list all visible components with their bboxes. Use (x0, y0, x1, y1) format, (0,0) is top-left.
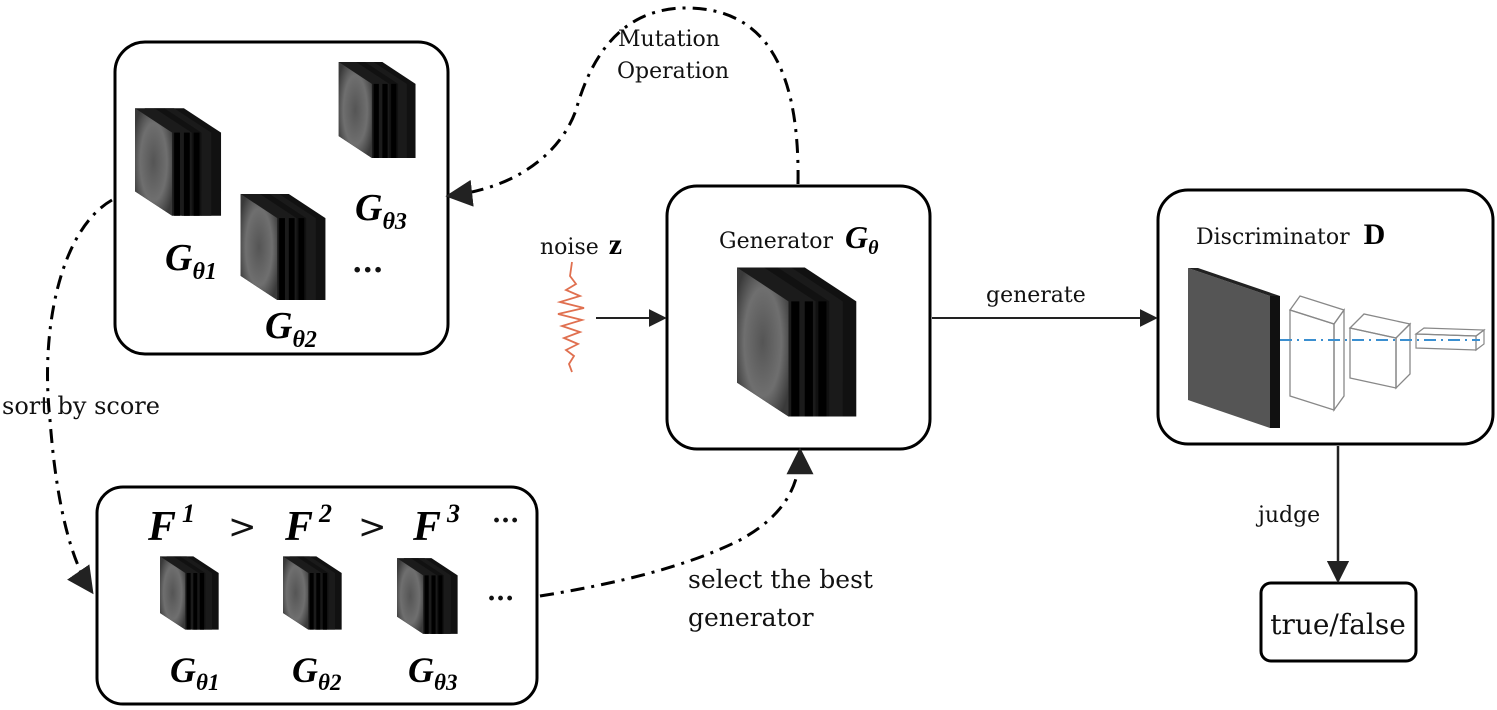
ranking-ellipsis-top: ... (492, 499, 519, 529)
population-ellipsis: ... (352, 245, 383, 280)
ranking-g1: Gθ1 (170, 650, 219, 695)
result-label: true/false (1270, 608, 1406, 641)
select-label: select the best generator (688, 565, 881, 632)
generator-stack-icon (160, 556, 219, 630)
generator-title: Generator Gθ (719, 219, 879, 259)
population-g3: Gθ3 (355, 187, 407, 235)
generator-stack-icon (397, 558, 458, 634)
generator-stack-icon (338, 62, 416, 158)
noise-label: noise z (540, 228, 622, 261)
ranking-g3: Gθ3 (408, 650, 457, 695)
select-arrow (539, 447, 814, 598)
discriminator-network-icon (1188, 268, 1486, 428)
noise-waveform-icon (556, 261, 586, 373)
sort-arrow (46, 198, 113, 595)
sort-by-score-label: sort by score (2, 392, 160, 420)
generate-label: generate (986, 283, 1086, 308)
ranking-box (95, 485, 539, 706)
ranking-g2: Gθ2 (292, 650, 341, 695)
judge-label: judge (1255, 503, 1320, 528)
population-g1: Gθ1 (165, 237, 217, 285)
generator-stack-icon (283, 556, 342, 630)
mutation-label: Mutation Operation (617, 27, 729, 84)
mutation-arrow (445, 6, 800, 207)
ranking-gt-1: > (228, 507, 257, 547)
generator-stack-icon (737, 267, 857, 417)
ranking-ellipsis-bottom: ... (487, 577, 514, 607)
discriminator-box (1156, 188, 1495, 446)
generator-stack-icon (135, 108, 222, 216)
generator-stack-icon (240, 194, 326, 300)
population-g2: Gθ2 (265, 305, 317, 353)
ranking-gt-2: > (358, 507, 387, 547)
discriminator-title: Discriminator D (1196, 218, 1385, 251)
